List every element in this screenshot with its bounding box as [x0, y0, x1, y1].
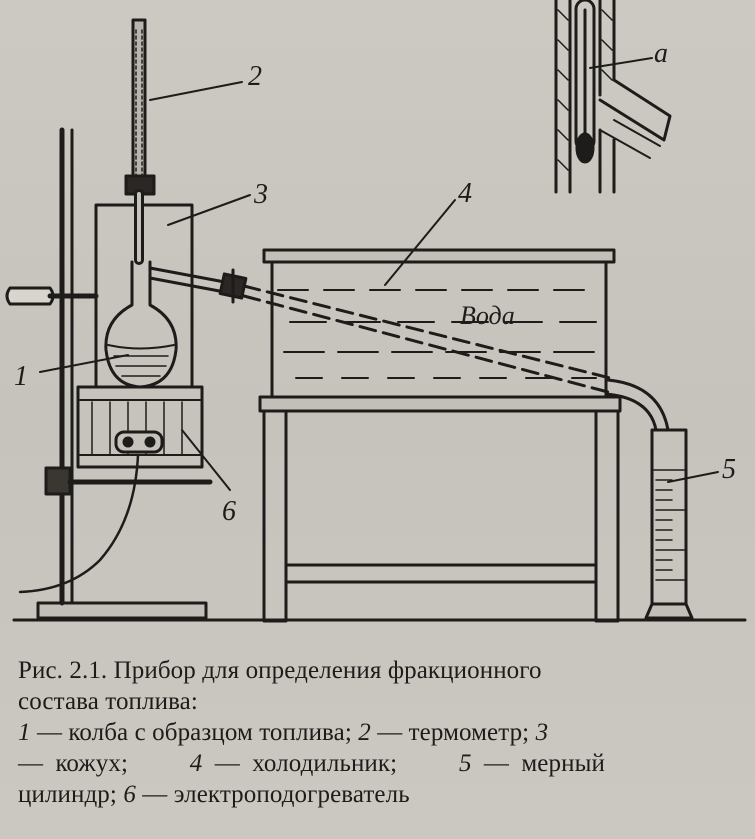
- condenser: [262, 248, 616, 404]
- legend-text-2: — термометр;: [377, 719, 530, 746]
- legend-num-6: 6: [123, 781, 136, 808]
- caption-legend-line-3: цилиндр; 6 — электроподогреватель: [18, 779, 738, 810]
- label-6: 6: [222, 496, 236, 527]
- legend-num-2: 2: [358, 719, 371, 746]
- caption-title-line-1: Рис. 2.1. Прибор для определения фракцио…: [18, 657, 542, 684]
- inset-detail: [554, 0, 672, 194]
- thermometer: [124, 18, 156, 265]
- measuring-cylinder: [644, 428, 694, 620]
- legend-text-5: — мерный: [483, 750, 605, 777]
- figure-caption: Рис. 2.1. Прибор для определения фракцио…: [18, 655, 738, 810]
- label-a: a: [654, 38, 668, 69]
- caption-title-line-2: состава топлива:: [18, 688, 198, 715]
- apparatus-figure: 2 3 1 4 5 6 a Вода: [5, 0, 747, 623]
- legend-text-4: — холодильник;: [214, 750, 398, 777]
- label-4: 4: [458, 178, 472, 209]
- heater: [18, 385, 204, 594]
- legend-text-6: — электроподогреватель: [142, 781, 410, 808]
- label-water: Вода: [460, 301, 515, 330]
- label-1: 1: [14, 361, 28, 392]
- condenser-stand: [258, 395, 622, 623]
- leader-lines: [39, 81, 719, 491]
- label-2: 2: [248, 61, 262, 92]
- caption-legend-line-1: 1 — колба с образцом топлива; 2 — термом…: [18, 717, 738, 748]
- legend-num-1: 1: [18, 719, 31, 746]
- legend-text-1: — колба с образцом топлива;: [36, 719, 352, 746]
- legend-text-5b: цилиндр;: [18, 781, 117, 808]
- legend-num-4: 4: [189, 750, 203, 777]
- stand: [5, 127, 213, 620]
- label-3: 3: [253, 179, 268, 210]
- vapor-tube: [148, 266, 670, 432]
- legend-text-3: — кожух;: [18, 750, 129, 777]
- caption-legend-line-2: — кожух; 4 — холодильник; 5 — мерный: [18, 748, 738, 779]
- legend-num-3: 3: [535, 719, 549, 746]
- label-5: 5: [722, 454, 736, 485]
- legend-num-5: 5: [458, 750, 472, 777]
